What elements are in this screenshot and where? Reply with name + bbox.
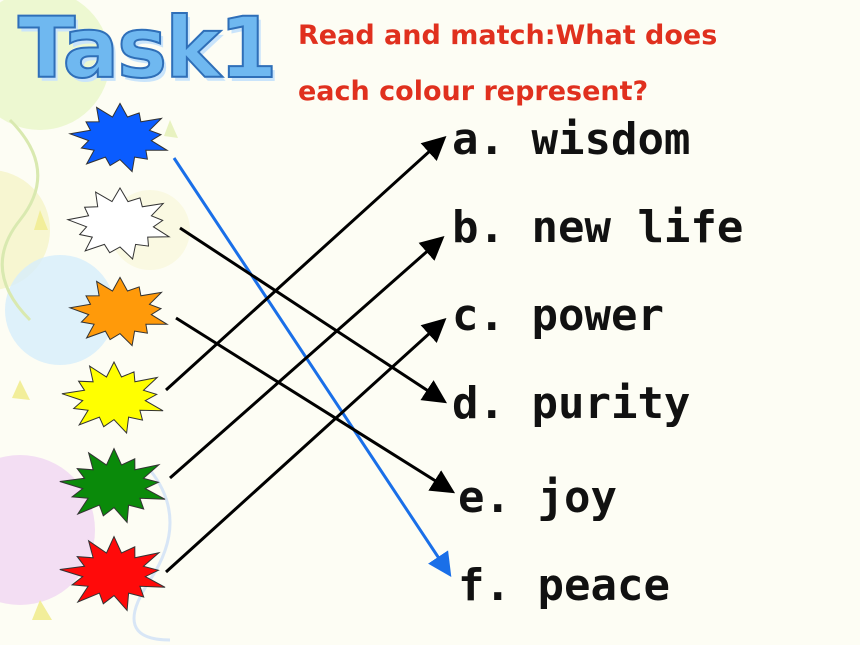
starburst-blue	[68, 102, 169, 173]
balloon-pink	[0, 455, 95, 605]
instruction-text: Read and match:What does each colour rep…	[298, 20, 718, 107]
option-e: e. joy	[458, 470, 617, 526]
option-b-text: new life	[531, 202, 744, 253]
option-f-letter: f.	[458, 560, 511, 611]
confetti	[32, 600, 52, 620]
option-f: f. peace	[458, 558, 670, 614]
confetti	[164, 120, 178, 138]
option-f-text: peace	[537, 560, 670, 611]
match-arrow-orange-to-e	[175, 316, 456, 494]
confetti	[34, 210, 48, 230]
match-arrow-green-to-b	[169, 236, 445, 480]
starburst-yellow	[61, 360, 164, 435]
starburst-white	[66, 187, 171, 260]
match-arrow-white-to-d	[179, 226, 448, 404]
match-arrow-red-to-c	[164, 317, 447, 574]
option-c-text: power	[531, 290, 664, 341]
option-e-letter: e.	[458, 472, 511, 523]
option-c: c. power	[452, 288, 664, 344]
option-b: b. new life	[452, 200, 743, 256]
task-title: Task1	[17, 0, 278, 97]
option-b-letter: b.	[452, 202, 505, 253]
option-d-text: purity	[531, 378, 691, 429]
starburst-orange	[68, 276, 169, 347]
option-a: a. wisdom	[452, 112, 690, 168]
match-arrow-yellow-to-a	[164, 135, 447, 392]
balloon-yellow	[0, 170, 50, 290]
match-arrow-blue-to-f	[172, 157, 452, 578]
streamer	[0, 118, 40, 322]
option-a-text: wisdom	[531, 114, 691, 165]
option-e-text: joy	[537, 472, 617, 523]
option-c-letter: c.	[452, 290, 505, 341]
confetti	[12, 380, 30, 400]
option-d-letter: d.	[452, 378, 505, 429]
option-d: d. purity	[452, 376, 690, 432]
balloon-green	[0, 0, 110, 130]
starburst-red	[59, 535, 166, 612]
starburst-green	[59, 447, 166, 524]
option-a-letter: a.	[452, 114, 505, 165]
